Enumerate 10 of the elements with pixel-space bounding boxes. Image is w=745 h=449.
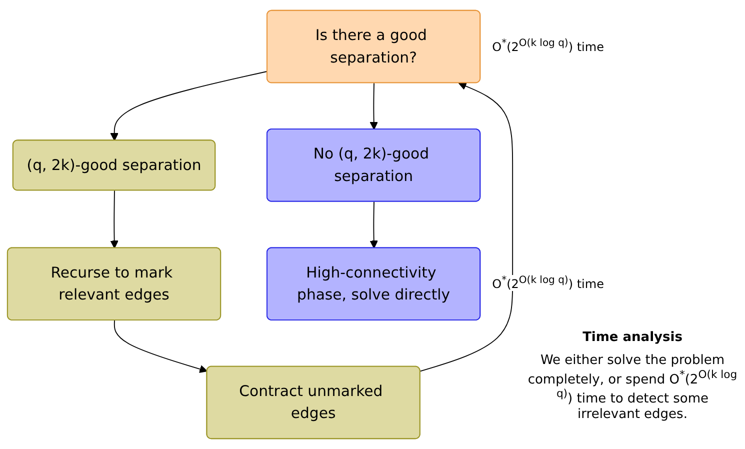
section-heading: Time analysis (582, 330, 682, 345)
arrow (420, 82, 514, 372)
note-text: We either solve the problem completely, or spend O$^{*}$(2$^{O(k log}$ $^{q)}$) time to detect some irrelevant edges. (526, 353, 738, 422)
arrow (370, 82, 378, 130)
time-bound-text: O$^{*}$(2$^{O(k log q)}$) time (490, 38, 606, 54)
arrow (110, 70, 268, 141)
arrow (114, 320, 208, 373)
arrow (110, 190, 118, 248)
arrow (370, 201, 378, 248)
time-bound-text: O$^{*}$(2$^{O(k log q)}$) time (490, 274, 606, 291)
